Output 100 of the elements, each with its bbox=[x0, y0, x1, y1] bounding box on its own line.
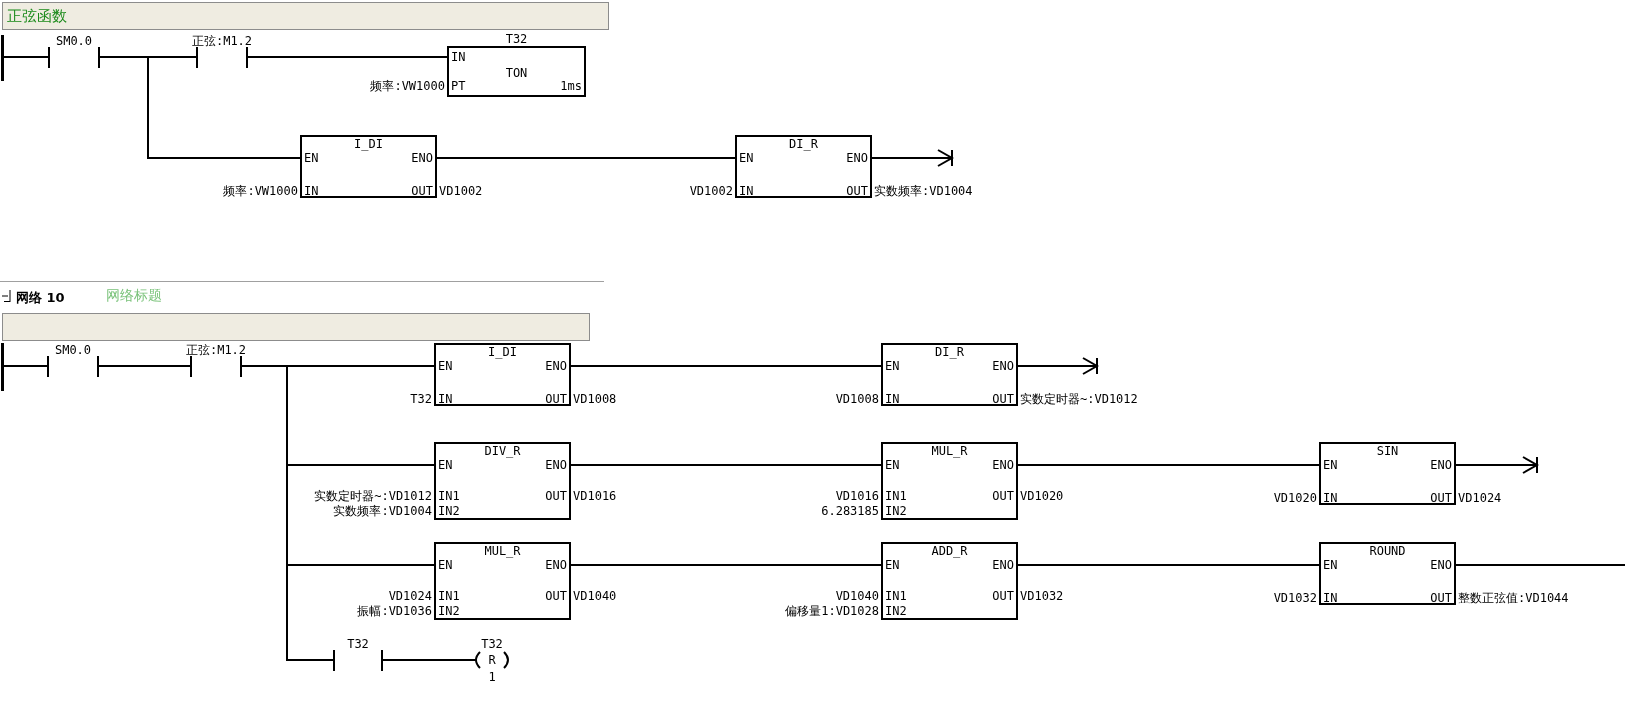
operand-label: 振幅:VD1036 bbox=[357, 604, 432, 618]
wire bbox=[1455, 456, 1538, 474]
timer-block bbox=[447, 32, 586, 97]
pin-label: EN bbox=[885, 359, 900, 373]
wire bbox=[103, 56, 301, 159]
coil-label: T32 bbox=[481, 637, 503, 651]
wire bbox=[3, 365, 44, 367]
pin-label: EN bbox=[1323, 458, 1338, 472]
block-title: DI_R bbox=[789, 137, 818, 151]
block-title: SIN bbox=[1376, 444, 1399, 458]
operand-label: VD1032 bbox=[1273, 591, 1317, 605]
pin-label: EN bbox=[438, 458, 453, 472]
operand-label: 偏移量1:VD1028 bbox=[785, 604, 879, 618]
contact-label: 正弦:M1.2 bbox=[191, 34, 253, 48]
pin-label: IN bbox=[451, 50, 466, 64]
function-block bbox=[434, 542, 571, 620]
wire bbox=[1455, 564, 1625, 566]
block-type: TON bbox=[505, 66, 528, 80]
operand-label: VD1020 bbox=[1273, 491, 1317, 505]
function-block bbox=[881, 542, 1018, 620]
operand-label: VD1032 bbox=[1020, 589, 1064, 603]
pin-label: EN bbox=[739, 151, 754, 165]
operand-label: 实数频率:VD1004 bbox=[333, 504, 432, 518]
pin-label: IN1 bbox=[438, 489, 460, 503]
pin-label: OUT bbox=[992, 589, 1014, 603]
function-block bbox=[434, 343, 571, 406]
block-title: I_DI bbox=[354, 137, 383, 151]
operand-label: 频率:VW1000 bbox=[370, 79, 445, 93]
operand-label: VD1040 bbox=[573, 589, 617, 603]
contact-label: SM0.0 bbox=[54, 343, 92, 357]
pin-label: OUT bbox=[411, 184, 433, 198]
comment-text: 正弦函数 bbox=[7, 7, 67, 25]
operand-label: T32 bbox=[410, 392, 432, 406]
pin-label: IN1 bbox=[885, 589, 907, 603]
wire bbox=[389, 659, 467, 661]
block-title: DIV_R bbox=[484, 444, 521, 458]
function-block bbox=[300, 135, 437, 198]
block-title: MUL_R bbox=[484, 544, 521, 558]
pin-label: EN bbox=[885, 458, 900, 472]
pin-label: ENO bbox=[545, 558, 567, 572]
pin-label: IN bbox=[739, 184, 754, 198]
contact-symbol bbox=[180, 345, 252, 377]
pin-label: ENO bbox=[1430, 458, 1452, 472]
pin-label: EN bbox=[1323, 558, 1338, 572]
coil-count: 1 bbox=[488, 670, 496, 684]
contact-label: 正弦:M1.2 bbox=[185, 343, 247, 357]
pin-label: IN1 bbox=[885, 489, 907, 503]
pin-label: ENO bbox=[992, 558, 1014, 572]
pin-label: IN2 bbox=[885, 604, 907, 618]
pin-label: EN bbox=[438, 359, 453, 373]
operand-label: VD1024 bbox=[1458, 491, 1502, 505]
comment-bar bbox=[2, 313, 590, 341]
coil-type: R bbox=[488, 653, 496, 667]
wire bbox=[570, 564, 882, 566]
contact-label: SM0.0 bbox=[55, 34, 93, 48]
comment-bar bbox=[2, 2, 609, 30]
function-block bbox=[881, 343, 1018, 406]
block-title: T32 bbox=[505, 32, 528, 46]
pin-label: OUT bbox=[545, 392, 567, 406]
wire bbox=[570, 464, 882, 466]
operand-label: VD1024 bbox=[388, 589, 432, 603]
pin-label: IN bbox=[304, 184, 319, 198]
pin-label: ENO bbox=[846, 151, 868, 165]
contact-symbol bbox=[44, 36, 104, 68]
function-block bbox=[1319, 442, 1456, 505]
pin-label: IN bbox=[1323, 491, 1338, 505]
operand-label: VD1008 bbox=[573, 392, 617, 406]
operand-label: VD1008 bbox=[835, 392, 879, 406]
pin-label: OUT bbox=[992, 489, 1014, 503]
operand-label: 整数正弦值:VD1044 bbox=[1458, 591, 1569, 605]
operand-label: VD1020 bbox=[1020, 489, 1064, 503]
pin-label: ENO bbox=[992, 359, 1014, 373]
operand-label: 实数定时器~:VD1012 bbox=[1020, 392, 1138, 406]
pin-label: EN bbox=[438, 558, 453, 572]
operand-label: 实数频率:VD1004 bbox=[874, 184, 973, 198]
wire bbox=[436, 157, 736, 159]
operand-label: VD1016 bbox=[835, 489, 879, 503]
function-block bbox=[735, 135, 872, 198]
wire bbox=[251, 365, 327, 661]
pin-label: ENO bbox=[411, 151, 433, 165]
block-title: ADD_R bbox=[931, 544, 968, 558]
pin-label: IN2 bbox=[438, 504, 460, 518]
pin-label: IN1 bbox=[438, 589, 460, 603]
pin-label: ENO bbox=[992, 458, 1014, 472]
operand-label: 实数定时器~:VD1012 bbox=[314, 489, 432, 503]
wire bbox=[102, 365, 181, 367]
pin-label: IN bbox=[1323, 591, 1338, 605]
power-rail bbox=[1, 343, 4, 391]
operand-label: VD1016 bbox=[573, 489, 617, 503]
pin-label: IN bbox=[438, 392, 453, 406]
wire bbox=[570, 365, 882, 367]
pin-label: OUT bbox=[846, 184, 868, 198]
block-title: DI_R bbox=[935, 345, 964, 359]
pin-label: IN2 bbox=[885, 504, 907, 518]
wire bbox=[3, 56, 45, 58]
wire bbox=[1017, 564, 1320, 566]
pin-label: IN2 bbox=[438, 604, 460, 618]
pin-label: OUT bbox=[545, 489, 567, 503]
pin-label: EN bbox=[885, 558, 900, 572]
pin-label: ENO bbox=[1430, 558, 1452, 572]
